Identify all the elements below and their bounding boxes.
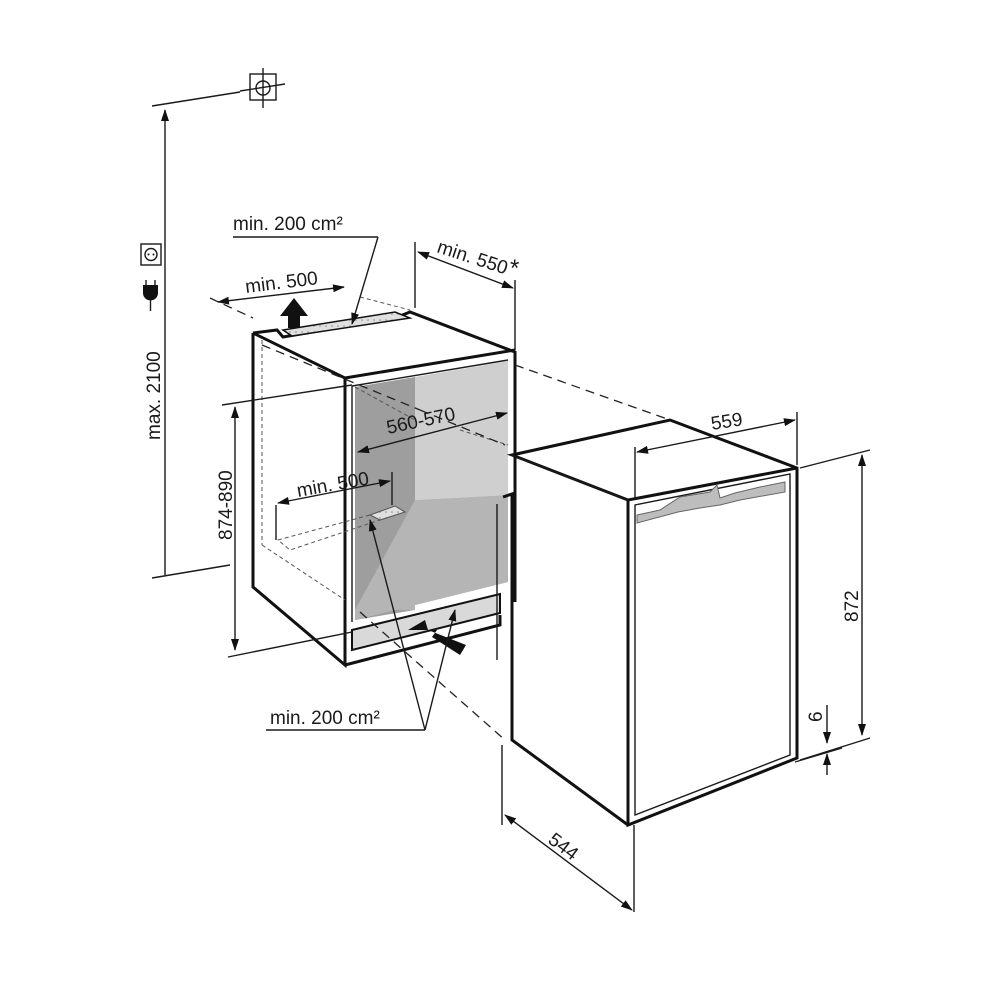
max-height-label: max. 2100 (144, 351, 165, 440)
niche-height-dimension: 874-890 (216, 384, 353, 658)
max-height-dimension: max. 2100 (144, 109, 231, 579)
installation-niche (209, 296, 671, 741)
appliance-depth-dimension: 544 (501, 745, 635, 912)
power-socket-icon (140, 243, 162, 266)
plinth-gap-dimension: 6 (794, 705, 843, 775)
niche-height-label: 874-890 (216, 470, 237, 540)
top-vent-width-label: min. 500 (244, 268, 319, 298)
airflow-arrow-icon (280, 298, 308, 328)
airflow-arrow-icon (408, 620, 466, 655)
appliance-width-label: 559 (709, 409, 744, 435)
appliance-width-dimension: 559 (634, 409, 798, 500)
bottom-vent-area-label: min. 200 cm² (270, 708, 380, 729)
power-plug-icon (143, 280, 158, 311)
niche-depth-note: * (510, 255, 519, 282)
bottom-vent-dimension: min. 200 cm² (266, 519, 457, 731)
plinth-gap-label: 6 (806, 711, 827, 722)
appliance (496, 418, 799, 828)
appliance-depth-label: 544 (544, 829, 582, 865)
ceiling-mount-symbol-icon (151, 68, 286, 108)
appliance-height-label: 872 (842, 590, 863, 622)
top-vent-area-label: min. 200 cm² (233, 214, 343, 235)
